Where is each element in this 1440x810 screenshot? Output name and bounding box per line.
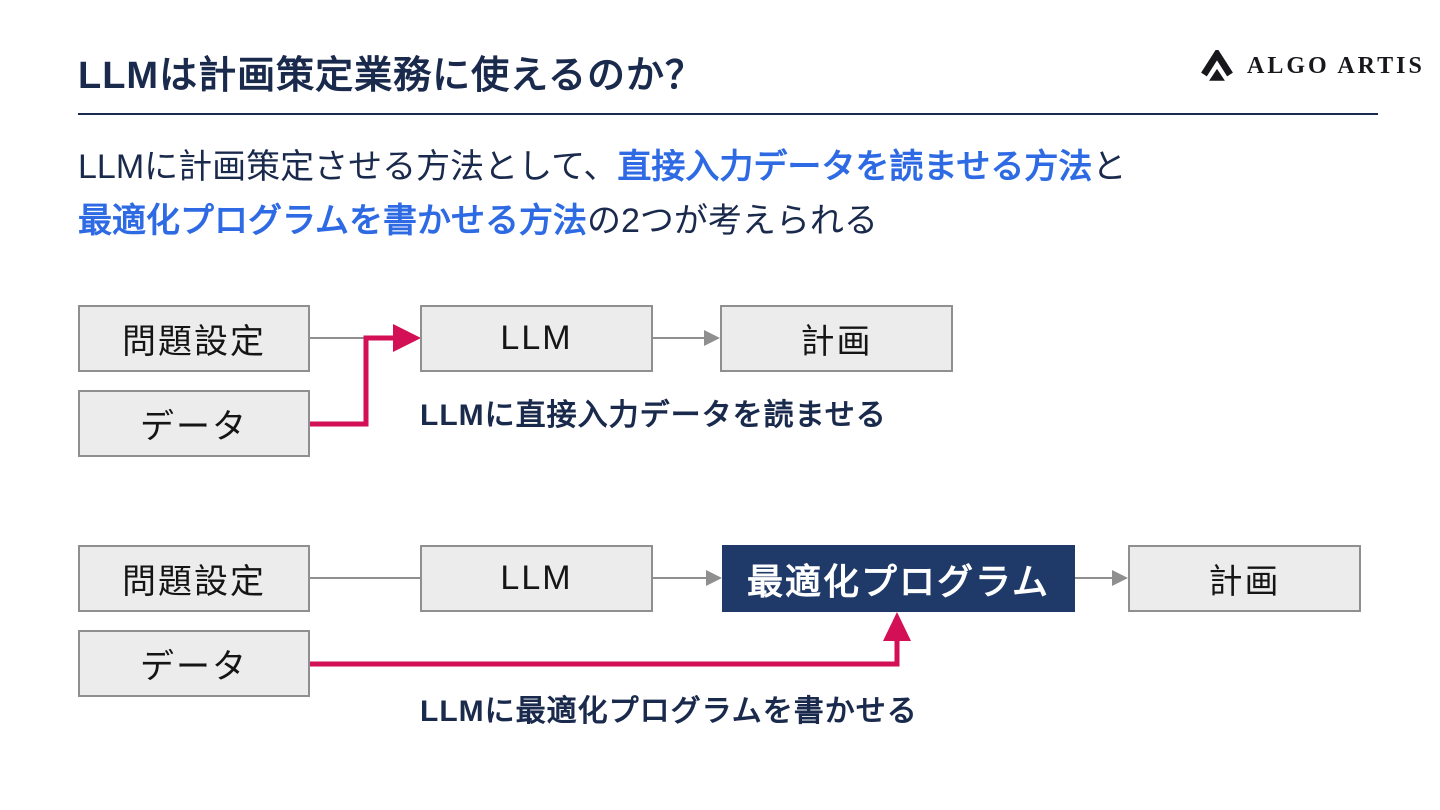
d1-arrowhead-llm-to-plan — [704, 330, 720, 346]
d1-box-problem: 問題設定 — [78, 305, 310, 372]
company-logo: ALGO ARTIS — [1200, 50, 1425, 82]
d1-crimson-arrowhead — [393, 324, 421, 352]
title-divider — [78, 113, 1378, 115]
d2-box-problem: 問題設定 — [78, 545, 310, 612]
d1-box-llm: LLM — [420, 305, 653, 372]
company-logo-text: ALGO ARTIS — [1247, 52, 1425, 79]
d1-box-plan: 計画 — [720, 305, 953, 372]
intro-highlight-program: 最適化プログラムを書かせる方法 — [78, 202, 587, 241]
intro-text-2: と — [1092, 148, 1127, 186]
algo-artis-triangle-icon — [1200, 50, 1234, 82]
intro-text-1: LLMに計画策定させる方法として、 — [78, 148, 618, 186]
d2-box-optimizer: 最適化プログラム — [722, 545, 1075, 612]
intro-paragraph: LLMに計画策定させる方法として、直接入力データを読ませる方法と 最適化プログラ… — [78, 140, 1398, 249]
intro-text-3: の2つが考えられる — [586, 202, 878, 241]
d1-box-data: データ — [78, 390, 310, 457]
d2-box-llm: LLM — [420, 545, 653, 612]
d1-caption: LLMに直接入力データを読ませる — [420, 399, 887, 432]
d2-box-plan: 計画 — [1128, 545, 1361, 612]
intro-highlight-direct: 直接入力データを読ませる方法 — [617, 148, 1093, 186]
d2-arrowhead-llm-to-optimizer — [706, 570, 722, 586]
d1-crimson-path-data-to-llm — [310, 335, 394, 427]
d2-crimson-arrowhead — [883, 612, 911, 641]
d2-arrowhead-optimizer-to-plan — [1112, 570, 1128, 586]
d2-box-data: データ — [78, 630, 310, 697]
page-title: LLMは計画策定業務に使えるのか？ — [78, 55, 704, 97]
d2-crimson-path-data-to-optimizer — [310, 640, 900, 667]
d2-caption: LLMに最適化プログラムを書かせる — [420, 695, 918, 728]
